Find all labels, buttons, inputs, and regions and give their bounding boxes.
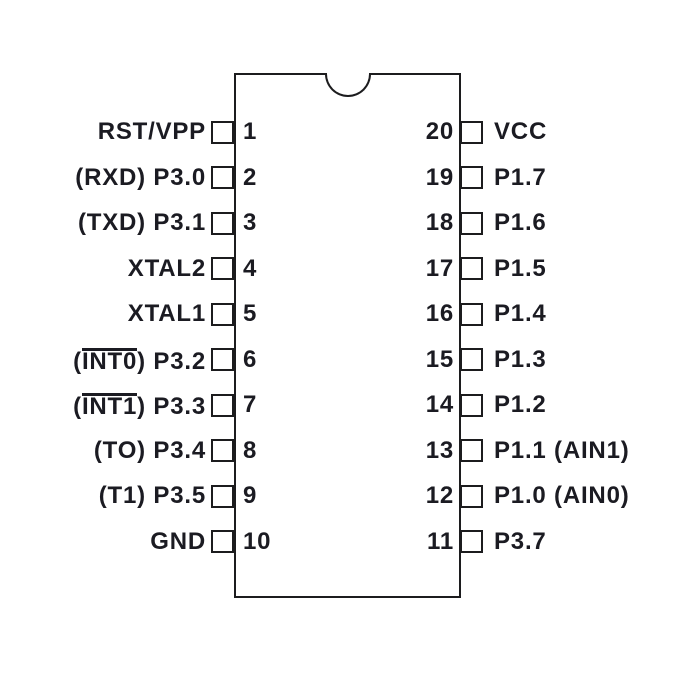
pin-left-label-pre: (	[73, 393, 82, 421]
pin-left-number: 1	[243, 118, 258, 145]
pin-pad-icon	[211, 302, 234, 326]
pin-row: (RXD) P3.0 2 19 P1.7	[0, 163, 700, 191]
pin-pad-icon	[211, 348, 234, 372]
pin-pad-icon	[211, 439, 234, 463]
pin-right-label: P1.0 (AIN0)	[494, 482, 630, 510]
pin-pad-icon	[211, 530, 234, 554]
pin-pad-icon	[460, 257, 483, 281]
pin-left-label: (RXD) P3.0	[75, 163, 206, 191]
pin-left-number: 3	[243, 209, 258, 237]
pin-left-label: RST/VPP	[98, 120, 206, 144]
pin-row: XTAL2 4 17 P1.5	[0, 254, 700, 282]
pin-left-label-post: ) P3.2	[137, 347, 206, 375]
pin-right-label: P1.4	[494, 300, 547, 328]
pin-left-number: 10	[243, 527, 272, 555]
pin-right-number: 12	[425, 482, 454, 510]
pin-pad-icon	[211, 166, 234, 190]
pin-right-number: 14	[425, 391, 454, 419]
pin-right-label: P1.7	[494, 163, 547, 191]
pin-row: XTAL1 5 16 P1.4	[0, 302, 700, 326]
pin-row: (T1) P3.5 9 12 P1.0 (AIN0)	[0, 484, 700, 508]
pin-pad-icon	[211, 484, 234, 508]
pin-pad-icon	[460, 484, 483, 508]
pin-pad-icon	[211, 257, 234, 281]
pin-left-label: XTAL2	[127, 254, 206, 282]
pin-right-number: 16	[425, 300, 454, 328]
pin-row: (INT0) P3.2 6 15 P1.3	[0, 345, 700, 375]
pin-right-label: P1.3	[494, 345, 547, 373]
pin-left-label-overline: INT1	[81, 393, 138, 421]
pin-right-number: 20	[425, 118, 454, 145]
pin-pad-icon	[460, 530, 483, 554]
pin-left-number: 5	[243, 300, 258, 328]
pin-right-number: 18	[425, 209, 454, 237]
pin-row: RST/VPP 1 20 VCC	[0, 120, 700, 144]
pin-left-number: 4	[243, 254, 258, 282]
pin-left-label: XTAL1	[128, 302, 206, 326]
pin-pad-icon	[211, 211, 234, 235]
pin-left-label: (T1) P3.5	[99, 484, 206, 508]
pin-left-label: GND	[150, 527, 206, 555]
pin-pad-icon	[460, 120, 483, 144]
pin-right-number: 13	[425, 436, 454, 464]
pin-pad-icon	[460, 439, 483, 463]
pin-row: (TXD) P3.1 3 18 P1.6	[0, 211, 700, 235]
pin-right-label: VCC	[494, 118, 548, 145]
pin-left-label-post: (RXD) P3.0	[75, 163, 206, 191]
pin-left-label-post: XTAL1	[127, 300, 206, 328]
pin-right-number: 11	[427, 527, 454, 555]
pin-left-number: 8	[243, 436, 258, 464]
pin-left-number: 6	[243, 345, 258, 373]
pin-left-label-pre: (	[73, 347, 82, 375]
pin-pad-icon	[460, 393, 483, 417]
pin-right-label: P1.2	[494, 391, 547, 419]
pin-left-label-post: (TXD) P3.1	[77, 209, 206, 237]
pin-right-label: P1.5	[494, 254, 547, 282]
pin-right-number: 19	[425, 163, 454, 191]
pin-row: (TO) P3.4 8 13 P1.1 (AIN1)	[0, 436, 700, 464]
chip-body	[234, 72, 461, 598]
pin-right-number: 17	[425, 254, 454, 282]
pin-left-label: (INT0) P3.2	[73, 347, 206, 375]
pin-pad-icon	[460, 302, 483, 326]
pin-left-number: 2	[243, 163, 258, 191]
pin-pad-icon	[211, 120, 234, 144]
pin-pad-icon	[460, 166, 483, 190]
pin-pad-icon	[211, 393, 234, 417]
pin-row: (INT1) P3.3 7 14 P1.2	[0, 391, 700, 419]
pin-left-label-post: XTAL2	[127, 254, 206, 282]
pin-left-number: 9	[243, 482, 258, 510]
pin-rows: RST/VPP 1 20 VCC (RXD) P3.0 2 19 P1.7 (T…	[0, 120, 700, 554]
pin-left-label-post: GND	[150, 527, 206, 555]
pin-pad-icon	[460, 211, 483, 235]
pin-left-label-overline: INT0	[81, 347, 138, 375]
pin1-notch-icon	[324, 72, 371, 97]
pin-left-number: 7	[243, 391, 258, 419]
pin-left-label: (TO) P3.4	[93, 436, 206, 464]
pin-left-label-post: (TO) P3.4	[93, 436, 206, 464]
pin-left-label: (TXD) P3.1	[78, 211, 206, 235]
pin-pad-icon	[460, 348, 483, 372]
pin-left-label-post: (T1) P3.5	[98, 482, 206, 510]
pin-right-label: P1.1 (AIN1)	[494, 436, 630, 464]
pin-left-label-post: RST/VPP	[97, 118, 206, 145]
pin-left-label: (INT1) P3.3	[73, 393, 206, 419]
pin-right-label: P1.6	[494, 209, 547, 237]
pin-row: GND 10 11 P3.7	[0, 527, 700, 555]
pin-left-label-post: ) P3.3	[137, 393, 206, 421]
pin-right-number: 15	[425, 345, 454, 373]
pin-right-label: P3.7	[494, 527, 547, 555]
